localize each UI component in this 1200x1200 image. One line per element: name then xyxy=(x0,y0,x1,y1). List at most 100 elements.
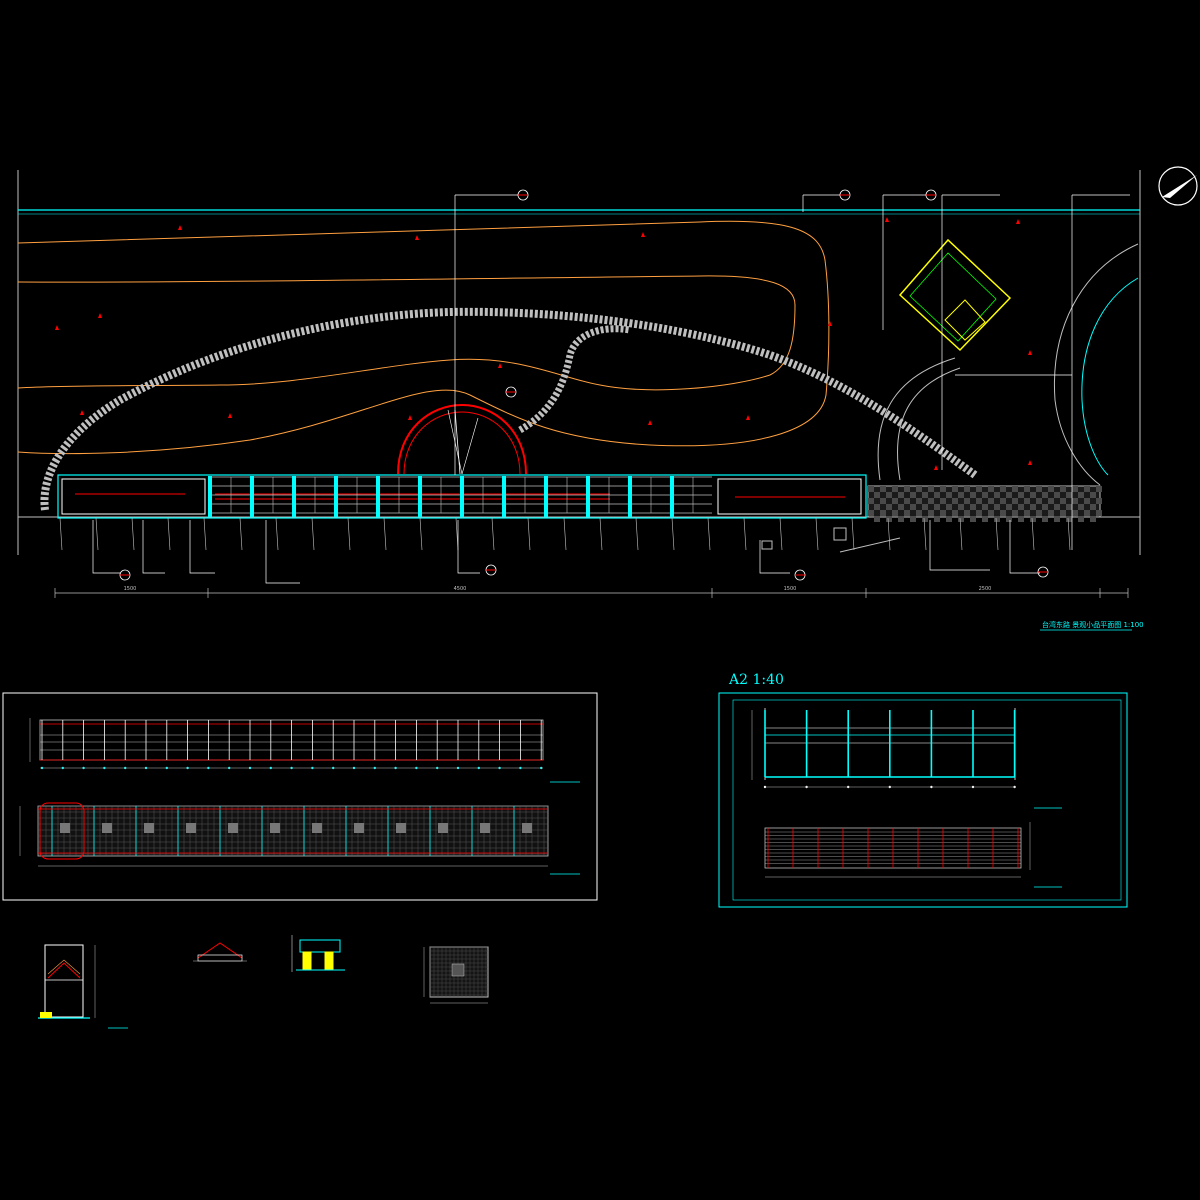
strip-tick xyxy=(167,517,171,551)
paving-tile xyxy=(892,486,898,492)
pergola-post xyxy=(418,476,422,517)
pergola-frame xyxy=(57,474,867,519)
paving-tile xyxy=(1000,510,1006,516)
drainage-arrows xyxy=(55,217,1032,470)
manhole-1 xyxy=(761,540,773,550)
detail-a2: A2 1:40 xyxy=(718,672,1128,908)
paving-tile xyxy=(1018,516,1024,522)
strip-tick xyxy=(383,517,387,551)
a2-plan xyxy=(764,822,1031,878)
paving-tile xyxy=(952,486,958,492)
pergola-post xyxy=(208,476,212,517)
planter-square xyxy=(60,823,70,833)
arrow-marker xyxy=(415,235,419,240)
paving-tile xyxy=(958,492,964,498)
strip-tick xyxy=(203,517,207,551)
strip-tick xyxy=(671,517,675,551)
paving-tile xyxy=(1084,498,1090,504)
arrow-marker xyxy=(55,325,59,330)
paving-tile xyxy=(1030,516,1036,522)
paving-tile xyxy=(922,504,928,510)
paving-tile xyxy=(994,492,1000,498)
paving-tile xyxy=(1018,492,1024,498)
strip-tick xyxy=(851,517,855,551)
paving-tile xyxy=(1090,516,1096,522)
plan-dimension-line xyxy=(54,588,1129,598)
pergola-post xyxy=(586,476,590,517)
paving-tile xyxy=(1072,486,1078,492)
curved-walkway-outer xyxy=(877,357,956,481)
strip-tick xyxy=(275,517,279,551)
strip-tick xyxy=(995,517,999,551)
manhole-2 xyxy=(833,527,847,541)
paving-tile xyxy=(1006,504,1012,510)
dim-label-2: 4500 xyxy=(454,586,467,592)
stepping-stone-path xyxy=(40,307,978,511)
paving-tile xyxy=(1048,486,1054,492)
planter-square xyxy=(228,823,238,833)
paving-tile xyxy=(1054,516,1060,522)
arrow-marker xyxy=(648,420,652,425)
strip-tick xyxy=(419,517,423,551)
detail-a2-frame-outer xyxy=(718,692,1128,908)
paving-tile xyxy=(1036,498,1042,504)
paving-tile xyxy=(940,486,946,492)
paving-tile xyxy=(898,492,904,498)
pergola-post xyxy=(292,476,296,517)
planter-square xyxy=(522,823,532,833)
paving-tile xyxy=(1006,492,1012,498)
paving-tile xyxy=(1024,498,1030,504)
paving-tile xyxy=(946,504,952,510)
pergola-plan xyxy=(19,802,549,867)
strip-tick xyxy=(491,517,495,551)
round-plaza-outer xyxy=(1053,243,1139,486)
red-arch-inner xyxy=(403,411,521,475)
paving-tile xyxy=(898,504,904,510)
pergola-posts xyxy=(208,476,694,517)
paving-tile xyxy=(982,504,988,510)
beam-section-detail xyxy=(291,935,345,972)
paving-tile xyxy=(904,486,910,492)
pergola-post xyxy=(502,476,506,517)
paving-tile xyxy=(1042,516,1048,522)
paving-tile xyxy=(1096,486,1102,492)
planter-square xyxy=(438,823,448,833)
paving-tile xyxy=(886,516,892,522)
paving-tile xyxy=(904,510,910,516)
strip-tick xyxy=(635,517,639,551)
strip-tick xyxy=(923,517,927,551)
paving-tile xyxy=(946,492,952,498)
paving-tile xyxy=(1000,498,1006,504)
paving-tile xyxy=(1090,504,1096,510)
paving-tile xyxy=(1084,486,1090,492)
arrow-marker xyxy=(228,413,232,418)
paving-tile xyxy=(958,504,964,510)
paving-tile xyxy=(928,486,934,492)
arrow-marker xyxy=(828,321,832,326)
paving-tile xyxy=(916,486,922,492)
paving-tile xyxy=(1072,498,1078,504)
pergola-post xyxy=(460,476,464,517)
site-plan-title: 台湾东路 景观小品平面图 1:100 xyxy=(1042,620,1144,629)
pergola-post xyxy=(250,476,254,517)
strip-tick xyxy=(239,517,243,551)
arrow-marker xyxy=(641,232,645,237)
paving-tile xyxy=(970,504,976,510)
paving-tile xyxy=(1036,486,1042,492)
north-arrow-icon xyxy=(1158,166,1198,206)
dim-label-1: 1500 xyxy=(124,586,137,592)
front-elevation xyxy=(29,718,544,770)
paving-tile xyxy=(988,486,994,492)
paving-tile xyxy=(1030,492,1036,498)
paving-tile xyxy=(916,510,922,516)
paving-tile xyxy=(910,504,916,510)
paving-tile xyxy=(1018,504,1024,510)
arrow-marker xyxy=(1016,219,1020,224)
planter-right xyxy=(717,478,862,515)
gate-elevation-detail xyxy=(38,944,128,1029)
paving-tile xyxy=(994,504,1000,510)
paving-tile xyxy=(1066,504,1072,510)
paving-tile xyxy=(1066,516,1072,522)
elevation-posts xyxy=(40,720,543,770)
